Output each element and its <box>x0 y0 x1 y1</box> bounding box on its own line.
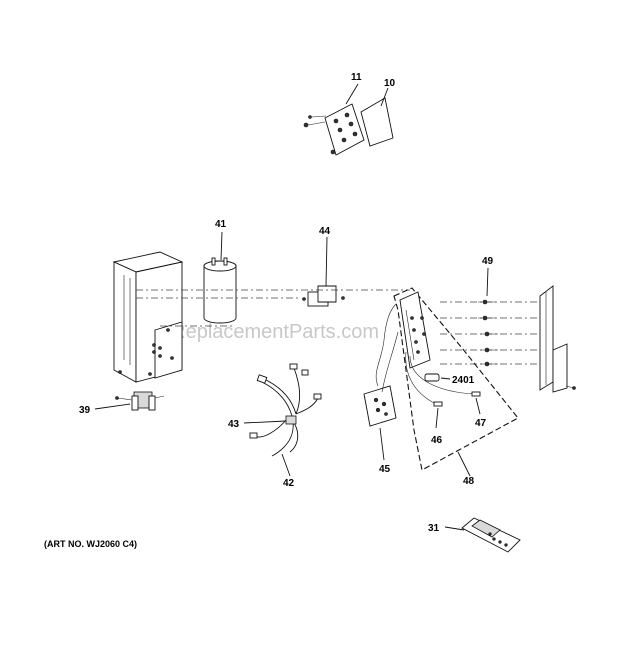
transformer-part-39 <box>115 391 165 411</box>
callout-49: 49 <box>482 256 494 267</box>
control-board-part-11 <box>303 103 365 156</box>
screws-part-49 <box>478 299 498 367</box>
callout-42: 42 <box>283 478 295 489</box>
board-cover-part-10 <box>360 97 394 147</box>
wire-harness-part-42 <box>249 363 322 457</box>
display-board-part-45 <box>363 303 399 427</box>
callout-43: 43 <box>228 419 240 430</box>
callout-10: 10 <box>384 78 396 89</box>
callout-2401: 2401 <box>452 375 475 386</box>
sensor-wire-part-47 <box>409 355 481 397</box>
kit-boundary-part-48 <box>393 287 519 471</box>
sensor-wire-part-46 <box>405 351 443 407</box>
relay-part-44 <box>302 285 345 307</box>
fuse-part-2401 <box>424 373 440 382</box>
callout-48: 48 <box>463 476 475 487</box>
callout-39: 39 <box>79 405 91 416</box>
art-number: (ART NO. WJ2060 C4) <box>44 539 137 549</box>
capacitor-part-41 <box>203 257 237 324</box>
callout-46: 46 <box>431 435 443 446</box>
main-control-board <box>399 291 431 369</box>
callout-45: 45 <box>379 464 391 475</box>
remote-control-part-31 <box>461 517 521 553</box>
callout-11: 11 <box>351 72 362 83</box>
callout-41: 41 <box>215 219 227 230</box>
callout-47: 47 <box>475 418 487 429</box>
control-box-panel <box>112 251 184 383</box>
watermark: eReplacementParts.com <box>160 321 379 343</box>
callout-31: 31 <box>428 523 440 534</box>
callout-44: 44 <box>319 226 331 237</box>
mounting-bracket <box>539 285 576 393</box>
